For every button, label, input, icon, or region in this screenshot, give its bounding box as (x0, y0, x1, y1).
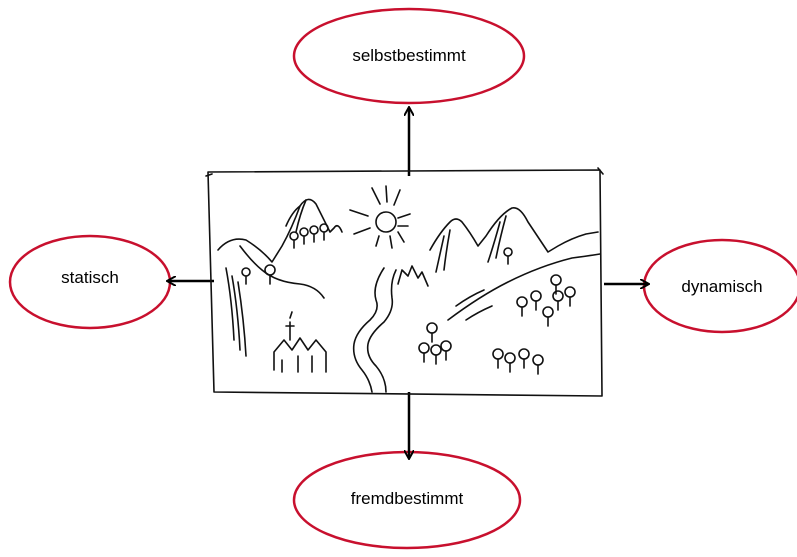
sun (375, 211, 397, 233)
node-top-label: selbstbestimmt (352, 46, 466, 65)
node-left-label: statisch (61, 268, 119, 287)
river (352, 267, 385, 393)
village (397, 265, 429, 287)
houses (273, 337, 327, 373)
sketch-frame (207, 169, 603, 397)
node-bottom-label: fremdbestimmt (350, 489, 464, 508)
trees-left (241, 223, 329, 285)
trees-right (418, 247, 576, 375)
node-top-ellipse (292, 7, 526, 105)
node-right-label: dynamisch (681, 277, 763, 296)
mountain-left (217, 198, 343, 263)
landscape-sketch (205, 167, 604, 397)
mountain-right (429, 206, 599, 253)
